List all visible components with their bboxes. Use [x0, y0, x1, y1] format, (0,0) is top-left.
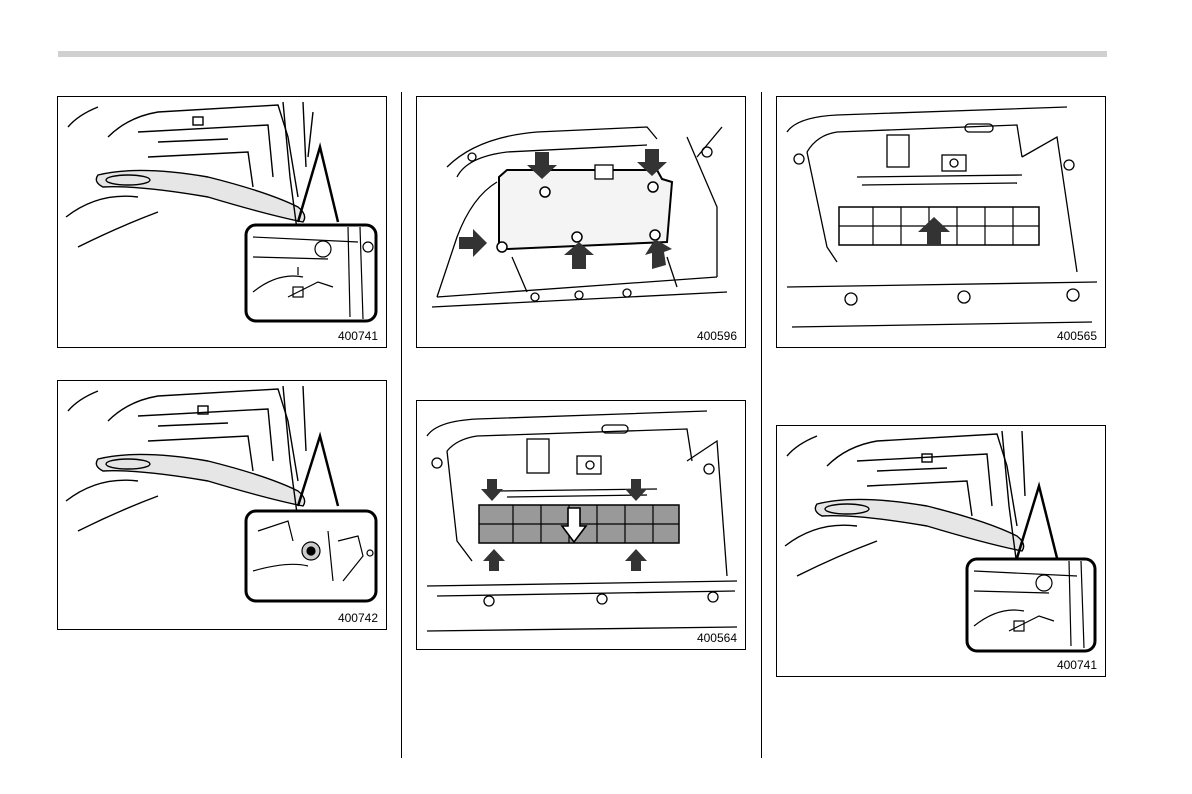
glovebox-damper-removed-illustration	[58, 381, 386, 629]
glovebox-damper-illustration	[58, 97, 386, 347]
figure-400741-a: 400741	[57, 96, 387, 348]
glovebox-damper-illustration	[777, 426, 1105, 676]
figure-400564: 400564	[416, 400, 746, 650]
figure-400741-b: 400741	[776, 425, 1106, 677]
column-divider-2	[761, 92, 762, 758]
filter-removal-illustration	[417, 401, 745, 649]
figure-code: 400565	[1056, 330, 1098, 342]
figure-code: 400741	[337, 330, 379, 342]
figure-code: 400564	[696, 632, 738, 644]
figure-400596: 400596	[416, 96, 746, 348]
cover-plate-screws-illustration	[417, 97, 745, 347]
figure-code: 400741	[1056, 659, 1098, 671]
filter-installation-illustration	[777, 97, 1105, 347]
figure-400565: 400565	[776, 96, 1106, 348]
column-divider-1	[401, 92, 402, 758]
figure-400742: 400742	[57, 380, 387, 630]
figure-code: 400742	[337, 612, 379, 624]
figure-code: 400596	[696, 330, 738, 342]
header-rule	[58, 51, 1107, 57]
